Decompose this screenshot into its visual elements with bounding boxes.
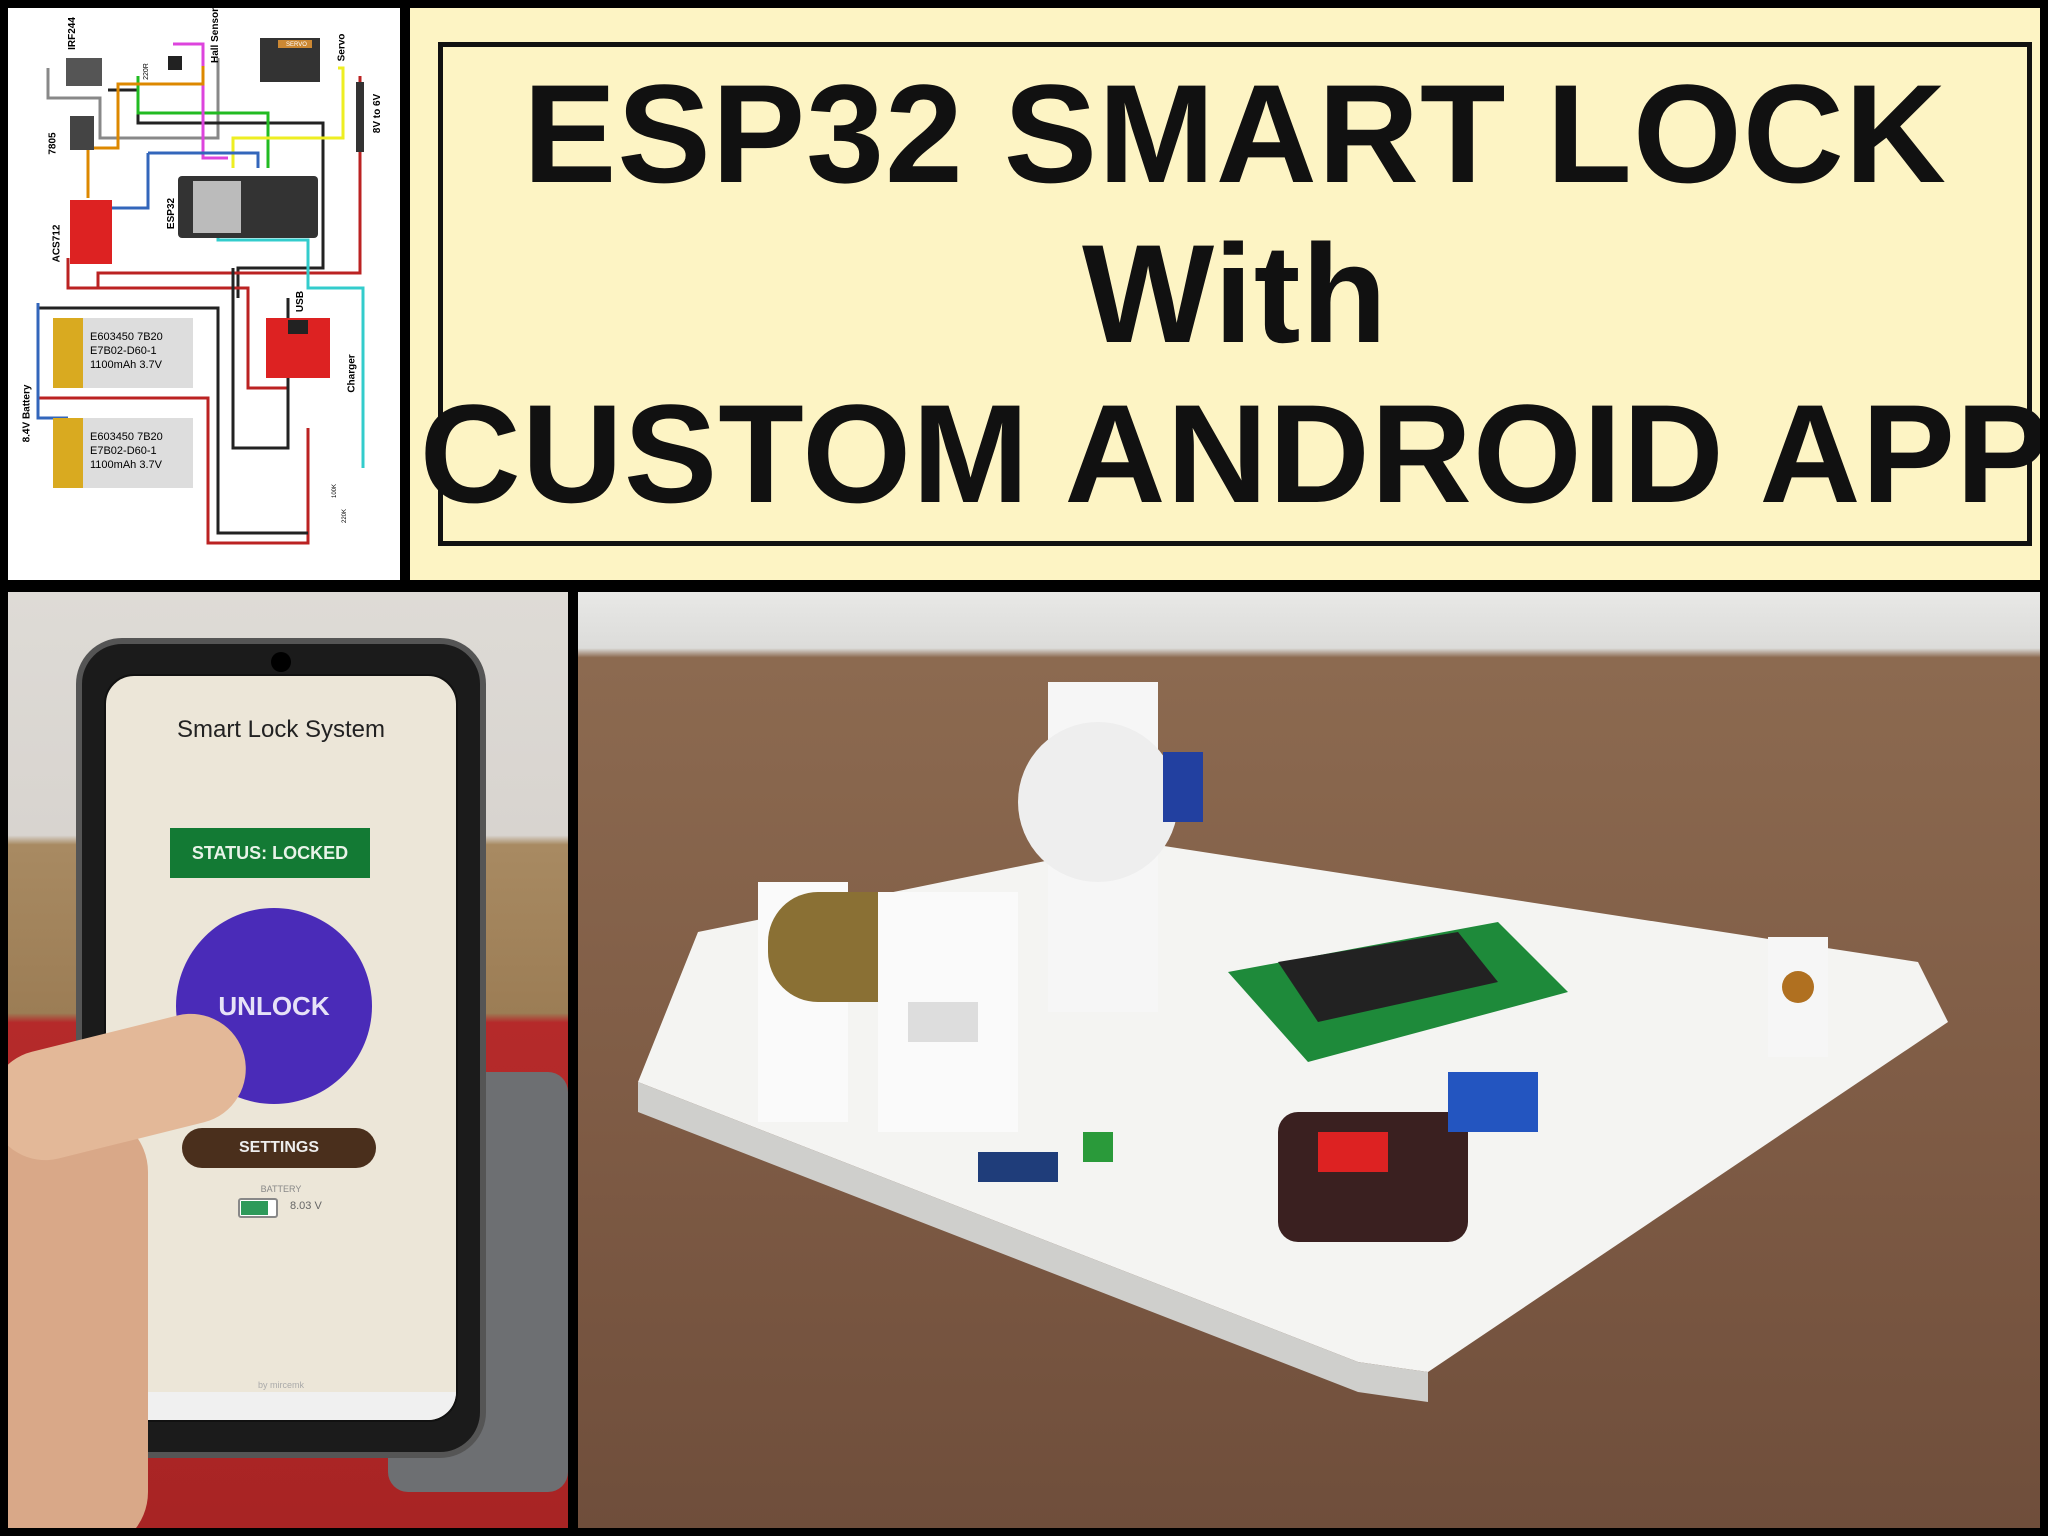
- battery-label: BATTERY: [260, 1184, 302, 1194]
- label-8v-to-6v: 8V to 6V: [372, 93, 384, 134]
- app-credit: by mircemk: [257, 1380, 304, 1390]
- title-banner: ESP32 SMART LOCK With CUSTOM ANDROID APP: [410, 8, 2040, 580]
- hand: [8, 1112, 148, 1528]
- label-acs712: ACS712: [51, 224, 63, 263]
- android-nav-bar[interactable]: [106, 1392, 456, 1420]
- label-100k: 100K: [332, 483, 339, 499]
- power-switch: [1318, 1132, 1388, 1172]
- camera-icon: [271, 652, 291, 672]
- label-irf244: IRF244: [66, 17, 78, 50]
- battery-pack: [1278, 1112, 1468, 1242]
- acs712-module: [978, 1152, 1058, 1182]
- label-battery: 8.4V Battery: [21, 384, 33, 443]
- title-line-2: With: [1082, 215, 1388, 372]
- hall-sensor-module: [908, 1002, 978, 1042]
- unlock-button[interactable]: UNLOCK: [176, 908, 372, 1104]
- label-220r: 220R: [142, 63, 150, 80]
- phone-photo: Smart Lock System STATUS: LOCKED UNLOCK …: [8, 592, 568, 1528]
- buck-converter: [1448, 1072, 1538, 1132]
- battery-level: [241, 1201, 269, 1215]
- title-line-1: ESP32 SMART LOCK: [523, 55, 1947, 212]
- status-badge: STATUS: LOCKED: [170, 828, 370, 878]
- label-7805: 7805: [47, 132, 59, 155]
- label-servo: Servo: [336, 33, 348, 62]
- label-220k: 220K: [342, 508, 349, 524]
- settings-button[interactable]: SETTINGS: [182, 1128, 376, 1168]
- hardware-illustration: [638, 682, 1948, 1402]
- schematic-diagram: [36, 38, 365, 545]
- hardware-photo: [578, 592, 2040, 1528]
- app-title: Smart Lock System: [176, 716, 386, 743]
- title-line-3: CUSTOM ANDROID APP: [419, 375, 2040, 532]
- wiring-schematic: IRF244 Hall Sensor Servo 220R 7805 8V to…: [8, 8, 400, 580]
- label-charger: Charger: [346, 354, 358, 393]
- servo-motor: [1163, 752, 1203, 822]
- battery-voltage: 8.03 V: [290, 1200, 322, 1212]
- battery-icon: [238, 1198, 278, 1218]
- title-frame: ESP32 SMART LOCK With CUSTOM ANDROID APP: [420, 42, 2040, 546]
- label-esp32: ESP32: [166, 197, 178, 230]
- label-usb: USB: [295, 290, 307, 313]
- esp32-board: [1278, 932, 1498, 1022]
- label-hall-sensor: Hall Sensor: [210, 8, 222, 64]
- servo-text: SERVO: [286, 42, 307, 48]
